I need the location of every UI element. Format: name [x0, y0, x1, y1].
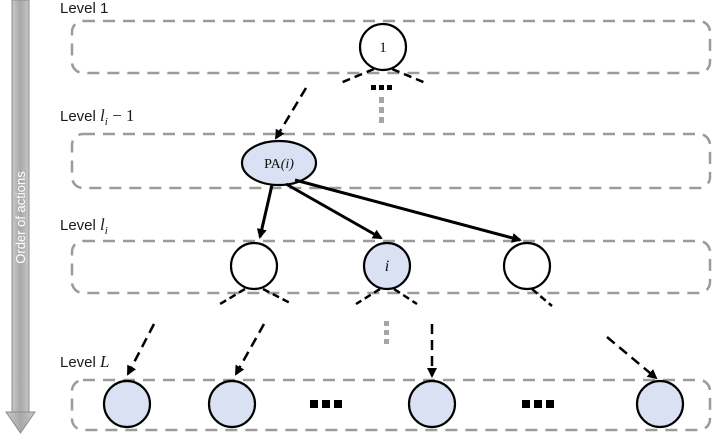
level-L-label: Level L [60, 352, 110, 371]
parent-node-label: PA(i) [264, 157, 294, 172]
order-of-actions-arrow [5, 0, 36, 434]
left-sibling-stub-b [262, 287, 293, 306]
leaf-node-3 [407, 379, 457, 429]
leaf-arrow-1 [126, 323, 156, 376]
vertical-dots-lower [384, 321, 389, 344]
left-sibling-node [229, 241, 279, 291]
left-sibling-stub-a [219, 287, 246, 306]
focus-stub-b [393, 287, 418, 306]
leaf-ellipsis-1 [310, 400, 342, 408]
right-sibling-node [502, 241, 552, 291]
edge-to-focus-node [285, 182, 383, 240]
level-li-label: Level li [60, 215, 108, 237]
leaf-arrow-2 [234, 323, 266, 376]
leaf-node-2 [207, 379, 257, 429]
leaf-arrow-4 [606, 336, 658, 380]
root-node-label: 1 [379, 40, 387, 56]
leaf-node-4 [635, 379, 685, 429]
focus-node-label: i [385, 258, 389, 275]
leaf-ellipsis-2 [522, 400, 554, 408]
leaf-node-1 [102, 379, 152, 429]
root-node [358, 22, 408, 72]
focus-node [362, 241, 412, 291]
root-left-stub [337, 67, 375, 86]
incoming-dashed-arrow [274, 87, 308, 140]
focus-stub-a [355, 287, 381, 306]
level-1-box [70, 19, 712, 75]
level-li-minus-1-label: Level li − 1 [60, 106, 135, 128]
root-right-stub [391, 67, 429, 86]
parent-node [240, 139, 318, 187]
level-1-label: Level 1 [60, 0, 109, 17]
edge-to-right-child [294, 178, 522, 243]
right-sibling-stub [531, 288, 553, 307]
level-li-minus-1-box [70, 132, 712, 190]
root-children-ellipsis [371, 85, 392, 90]
level-li-box [70, 239, 712, 295]
edge-to-left-child [256, 184, 274, 239]
order-of-actions-label: Order of actions [13, 171, 28, 264]
vertical-dots-upper [379, 97, 384, 123]
level-L-box [70, 378, 712, 432]
